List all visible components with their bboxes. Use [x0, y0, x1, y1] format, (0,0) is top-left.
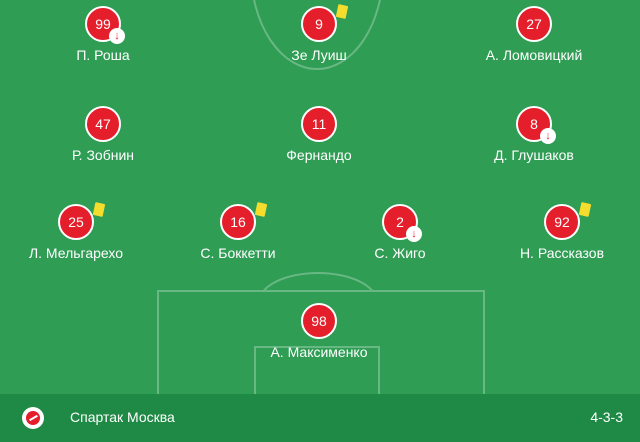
goal-box	[254, 346, 380, 394]
player-number-badge: 98	[301, 303, 337, 339]
player-number-badge: 25	[58, 202, 106, 240]
player-number-badge: 9	[301, 4, 349, 42]
player-card[interactable]: 99 ↓ П. Роша	[33, 6, 173, 63]
player-number: 25	[68, 214, 84, 230]
player-name: Л. Мельгарехо	[28, 245, 124, 261]
player-number: 98	[311, 313, 327, 329]
player-number: 2	[396, 214, 404, 230]
player-number-badge: 16	[220, 202, 268, 240]
player-number: 27	[526, 16, 542, 32]
player-card[interactable]: 25 Л. Мельгарехо	[6, 202, 146, 261]
player-card-goalkeeper[interactable]: 98 А. Максименко	[249, 303, 389, 360]
team-footer: Спартак Москва 4-3-3	[0, 394, 640, 442]
yellow-card-icon	[254, 202, 268, 217]
player-number: 47	[95, 116, 111, 132]
penalty-box	[157, 290, 485, 394]
player-number: 8	[530, 116, 538, 132]
player-number-badge: 11	[301, 106, 337, 142]
player-name: С. Жиго	[374, 245, 426, 261]
player-card[interactable]: 8 ↓ Д. Глушаков	[464, 106, 604, 163]
yellow-card-icon	[335, 4, 349, 19]
team-name[interactable]: Спартак Москва	[70, 409, 175, 425]
substitution-out-icon: ↓	[406, 226, 422, 242]
player-name: Д. Глушаков	[494, 147, 574, 163]
player-number: 11	[311, 116, 327, 132]
substitution-out-icon: ↓	[540, 128, 556, 144]
player-card[interactable]: 2 ↓ С. Жиго	[330, 204, 470, 261]
football-pitch: 99 ↓ П. Роша 9 Зе Луиш 27 А. Ломовицкий …	[6, 0, 632, 394]
player-number-badge: 47	[85, 106, 121, 142]
player-number: 9	[315, 16, 323, 32]
player-card[interactable]: 92 Н. Рассказов	[492, 202, 632, 261]
player-number-badge: 2 ↓	[382, 204, 422, 242]
player-name: Н. Рассказов	[519, 245, 605, 261]
spartak-logo-icon	[22, 407, 44, 429]
player-number-badge: 92	[544, 202, 592, 240]
formation-label: 4-3-3	[590, 409, 623, 425]
player-number: 16	[230, 214, 246, 230]
player-card[interactable]: 11 Фернандо	[249, 106, 389, 163]
yellow-card-icon	[578, 202, 592, 217]
player-name: А. Максименко	[270, 344, 368, 360]
player-number-badge: 27	[516, 6, 552, 42]
substitution-out-icon: ↓	[109, 28, 125, 44]
player-card[interactable]: 47 Р. Зобнин	[33, 106, 173, 163]
player-card[interactable]: 9 Зе Луиш	[249, 4, 389, 63]
player-name: Р. Зобнин	[71, 147, 134, 163]
yellow-card-icon	[92, 202, 106, 217]
player-number-badge: 8 ↓	[516, 106, 556, 144]
player-name: П. Роша	[76, 47, 130, 63]
player-number: 92	[554, 214, 570, 230]
player-number-badge: 99 ↓	[85, 6, 125, 44]
player-name: А. Ломовицкий	[485, 47, 583, 63]
player-card[interactable]: 27 А. Ломовицкий	[464, 6, 604, 63]
player-name: С. Боккетти	[200, 245, 276, 261]
player-name: Зе Луиш	[291, 47, 347, 63]
player-card[interactable]: 16 С. Боккетти	[168, 202, 308, 261]
player-name: Фернандо	[286, 147, 352, 163]
player-number: 99	[95, 16, 111, 32]
